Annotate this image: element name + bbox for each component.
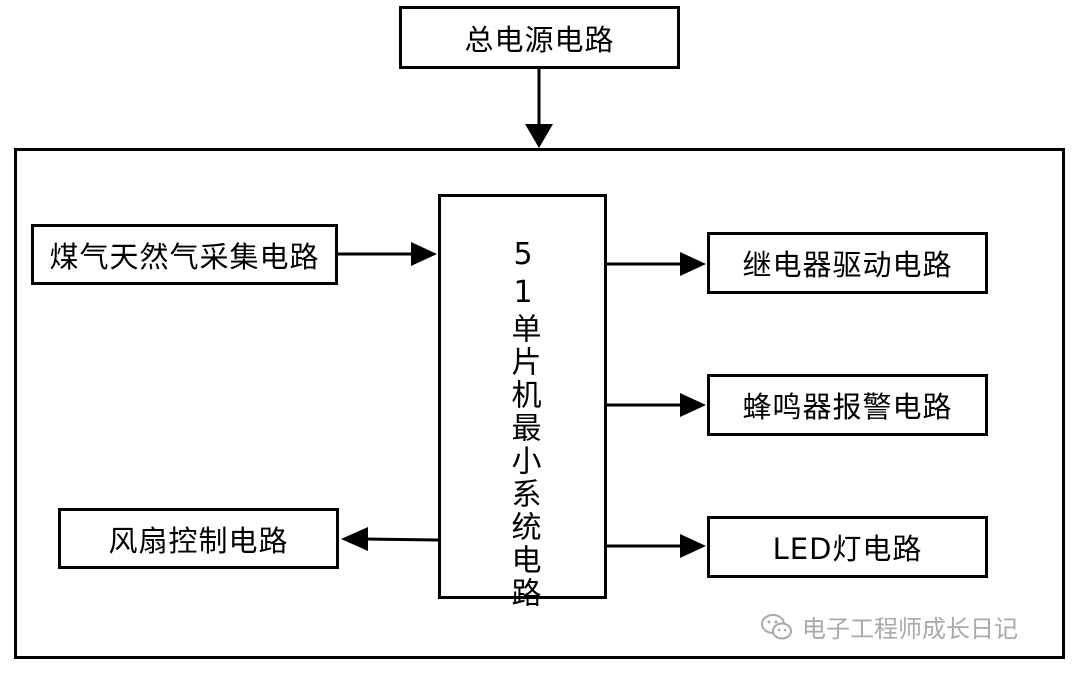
mcu-minimum-system-box: 51单片机最小系统电路 bbox=[438, 194, 607, 610]
arrowhead-mcu-to-led bbox=[680, 534, 706, 558]
arrowhead-gas-to-mcu bbox=[411, 242, 437, 266]
buzzer-alarm-circuit-box: 蜂鸣器报警电路 bbox=[707, 374, 988, 436]
arrowhead-mcu-to-buzzer bbox=[680, 393, 706, 417]
power-supply-circuit-label: 总电源电路 bbox=[464, 22, 615, 57]
gas-sensor-circuit-box: 煤气天然气采集电路 bbox=[31, 224, 338, 285]
relay-driver-circuit-label: 继电器驱动电路 bbox=[742, 248, 953, 282]
power-supply-circuit-box: 总电源电路 bbox=[399, 6, 680, 69]
watermark: 电子工程师成长日记 bbox=[760, 609, 1018, 644]
relay-driver-circuit-box: 继电器驱动电路 bbox=[707, 232, 988, 294]
buzzer-alarm-circuit-label: 蜂鸣器报警电路 bbox=[742, 390, 953, 424]
led-circuit-box: LED灯电路 bbox=[707, 516, 988, 578]
arrow-mcu-to-fan-line bbox=[365, 537, 439, 542]
arrowhead-power-to-mcu bbox=[525, 124, 553, 148]
arrowhead-mcu-to-fan bbox=[341, 527, 368, 551]
led-circuit-label: LED灯电路 bbox=[772, 532, 923, 566]
gas-sensor-circuit-label: 煤气天然气采集电路 bbox=[49, 239, 320, 274]
mcu-minimum-system-label: 51单片机最小系统电路 bbox=[505, 237, 541, 610]
system-frame bbox=[14, 148, 1065, 659]
watermark-text: 电子工程师成长日记 bbox=[802, 615, 1018, 643]
arrowhead-mcu-to-relay bbox=[680, 252, 706, 276]
wechat-icon bbox=[761, 613, 792, 639]
fan-control-circuit-box: 风扇控制电路 bbox=[58, 508, 339, 569]
fan-control-circuit-label: 风扇控制电路 bbox=[108, 523, 289, 558]
